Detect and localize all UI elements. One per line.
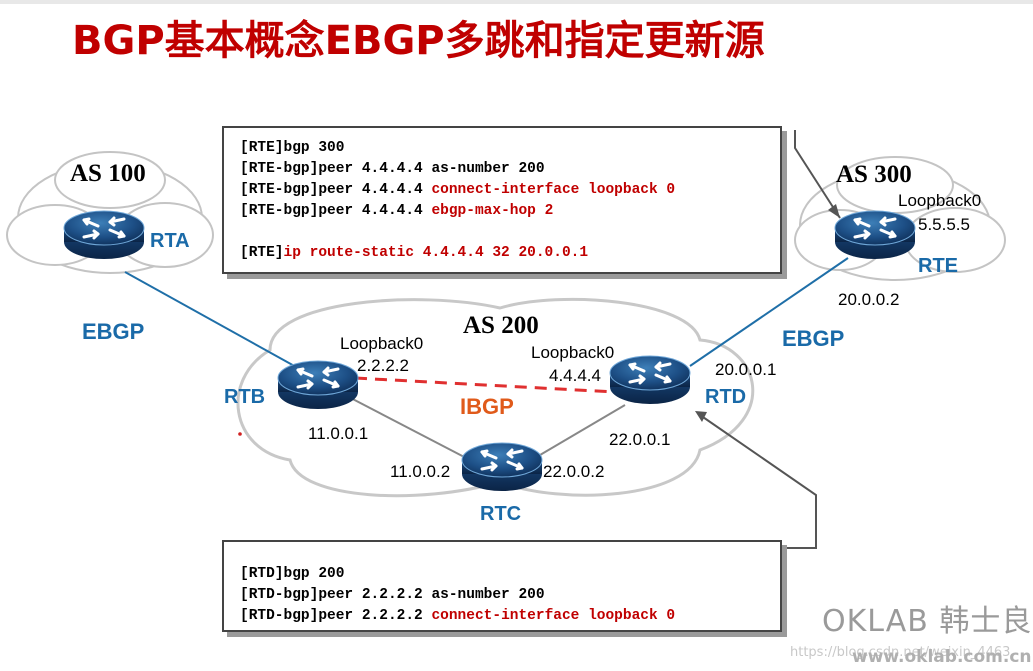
watermark-brand: OKLAB 韩士良 bbox=[822, 604, 1033, 639]
rtd-label: RTD bbox=[705, 386, 747, 408]
rta-label: RTA bbox=[150, 230, 190, 252]
config-line: [RTE-bgp]peer 4.4.4.4 connect-interface … bbox=[240, 182, 676, 198]
rtd-left-ip: 22.0.0.1 bbox=[609, 430, 671, 449]
rtc-left-ip: 11.0.0.2 bbox=[390, 462, 451, 481]
watermark-blog: https://blog.csdn.net/weixin_4463 bbox=[790, 645, 1011, 660]
link-rtb-rtc bbox=[344, 394, 471, 461]
config-line: [RTE]bgp 300 bbox=[240, 140, 345, 156]
cloud-as200 bbox=[236, 297, 755, 498]
rtb-label: RTB bbox=[224, 386, 266, 408]
rtc-right-ip: 22.0.0.2 bbox=[543, 462, 605, 481]
rte-loopback-label: Loopback0 bbox=[898, 191, 982, 210]
config-line: [RTD-bgp]peer 2.2.2.2 as-number 200 bbox=[240, 587, 545, 603]
config-line: [RTE-bgp]peer 4.4.4.4 as-number 200 bbox=[240, 161, 545, 177]
top-strip bbox=[0, 0, 1033, 4]
links bbox=[124, 257, 849, 369]
rte-interface-ip: 20.0.0.2 bbox=[838, 290, 900, 309]
rtd-loopback-label: Loopback0 bbox=[531, 343, 615, 362]
ebgp-left-label: EBGP bbox=[82, 319, 145, 344]
router-rta bbox=[62, 209, 146, 261]
rte-label: RTE bbox=[918, 255, 958, 277]
rtb-loopback-label: Loopback0 bbox=[340, 334, 424, 353]
router-rtb bbox=[276, 359, 360, 411]
link-rta-rtb bbox=[124, 271, 299, 369]
rtb-interface-ip: 11.0.0.1 bbox=[308, 424, 369, 443]
router-rtc bbox=[460, 441, 544, 493]
link-rtc-rtd bbox=[539, 404, 626, 456]
ibgp-session-line bbox=[354, 376, 616, 394]
rtd-right-ip: 20.0.0.1 bbox=[715, 360, 777, 379]
as200-label: AS 200 bbox=[463, 312, 539, 339]
config-line: [RTD-bgp]peer 2.2.2.2 connect-interface … bbox=[240, 608, 676, 624]
rte-loopback-ip: 5.5.5.5 bbox=[918, 215, 970, 234]
watermark-site: www.oklab.com.cn bbox=[852, 647, 1032, 667]
config-line: [RTE-bgp]peer 4.4.4.4 ebgp-max-hop 2 bbox=[240, 203, 554, 219]
callout-arrows bbox=[699, 130, 841, 549]
page-title: BGP基本概念EBGP多跳和指定更新源 bbox=[72, 18, 765, 64]
router-rte bbox=[833, 209, 917, 261]
stray-dot bbox=[238, 432, 242, 436]
link-rtd-rte bbox=[689, 257, 849, 367]
config-line bbox=[240, 222, 780, 243]
router-rtd bbox=[608, 354, 692, 406]
rtc-label: RTC bbox=[480, 503, 522, 525]
config-line: [RTE]ip route-static 4.4.4.4 32 20.0.0.1 bbox=[240, 245, 589, 261]
ebgp-right-label: EBGP bbox=[782, 326, 845, 351]
rtb-loopback-ip: 2.2.2.2 bbox=[357, 356, 409, 375]
rtd-config-box: [RTD]bgp 200 [RTD-bgp]peer 2.2.2.2 as-nu… bbox=[222, 540, 782, 632]
config-line: [RTD]bgp 200 bbox=[240, 566, 345, 582]
rte-config-box: [RTE]bgp 300 [RTE-bgp]peer 4.4.4.4 as-nu… bbox=[222, 126, 782, 274]
as300-label: AS 300 bbox=[836, 161, 912, 188]
ibgp-label: IBGP bbox=[460, 394, 514, 419]
rtd-loopback-ip: 4.4.4.4 bbox=[549, 366, 601, 385]
as100-label: AS 100 bbox=[70, 160, 146, 187]
